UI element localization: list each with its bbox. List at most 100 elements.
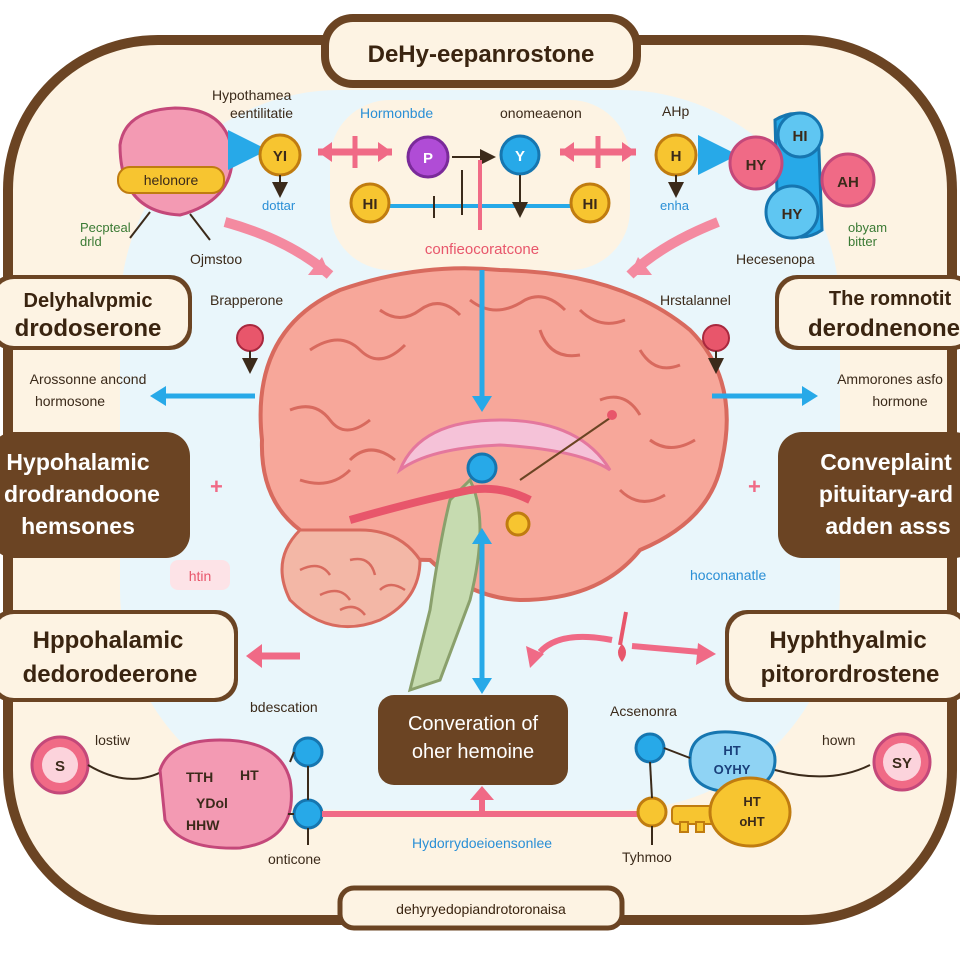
pineal-label-2: drld: [80, 234, 102, 249]
left-box-3-inner: [0, 614, 234, 698]
right-box-2: [778, 432, 960, 558]
left-box-1-line1: Delyhalvpmic: [24, 290, 153, 312]
right-box-2-line2: pituitary-ard: [819, 481, 953, 507]
node-hy-pink: [728, 135, 784, 191]
bottom-right-key: HT oHT: [671, 776, 792, 848]
htin-tag: [170, 560, 230, 590]
right-red-node: [702, 324, 730, 352]
right-box-2-line1: Conveplaint: [820, 449, 952, 475]
acsenonra-label: Acsenonra: [610, 703, 677, 719]
enha-label: enha: [660, 198, 690, 213]
tyhmoo-label: Tyhmoo: [622, 849, 672, 865]
hypo-label-1: Hypothamea: [212, 87, 292, 103]
pineal-label-1: Pecpteal: [80, 220, 131, 235]
bottom-left-blob: [158, 738, 293, 850]
node-yi-label: YI: [273, 148, 287, 165]
node-p: [406, 135, 450, 179]
left-box-2: [0, 432, 190, 558]
plus-right: +: [748, 474, 761, 499]
central-label: confieocoratcone: [425, 241, 539, 258]
oht-label: oHT: [739, 814, 764, 829]
node-h-label: H: [671, 148, 682, 165]
arrow-to-right-box-3: [631, 643, 701, 655]
node-hi-blue-label: HI: [793, 128, 808, 145]
left-box-1-inner: [0, 279, 188, 346]
node-hi-blue: [776, 111, 824, 159]
right-box-3-line1: Hyphthyalmic: [769, 627, 926, 654]
onticone-label: onticone: [268, 851, 321, 867]
left-box-2-line2: drodrandoone: [4, 481, 160, 507]
ydol-label: YDol: [196, 795, 228, 811]
obyam-label-2: bitter: [848, 234, 878, 249]
left-box-1-line2: drodoserone: [15, 315, 162, 342]
hown-label: hown: [822, 732, 855, 748]
brain-node-blue: [466, 452, 498, 484]
footer-box: [337, 885, 625, 931]
ahp-label: AHp: [662, 103, 689, 119]
left-box-3-line2: dedorodeerone: [23, 661, 198, 688]
hydorry-label: Hydorrydoeioensonlee: [412, 835, 552, 851]
conversion-box: [378, 695, 568, 785]
hecesenopa-label: Hecesenopa: [736, 251, 815, 267]
brain-node-yellow: [505, 511, 531, 537]
right-box-3-inner: [729, 614, 960, 698]
right-box-1-line2: derodnenone: [808, 315, 960, 342]
plus-left: +: [210, 474, 223, 499]
bdescation-label: bdescation: [250, 699, 318, 715]
right-box-3-line2: pitorordrostene: [761, 661, 940, 688]
right-box-1-line1: The romnotit: [829, 288, 952, 310]
left-arrow-label-1: Arossonne ancond: [30, 371, 147, 387]
left-box-3-line1: Hppohalamic: [33, 627, 184, 654]
left-gland-label: helonore: [144, 172, 199, 188]
right-arrow-label-1: Ammorones asfo: [837, 371, 943, 387]
right-arrow-label-2: hormone: [872, 393, 927, 409]
node-hy-blue-label: HY: [782, 206, 803, 223]
node-y: [499, 134, 541, 176]
node-hi-left-label: HI: [363, 196, 378, 213]
tth-label: TTH: [186, 769, 213, 785]
left-red-node: [236, 324, 264, 352]
bottom-left-blue-node-2: [292, 798, 324, 830]
left-arrow-label-2: hormosone: [35, 393, 105, 409]
footer-text: dehyryedopiandrotoronaisa: [396, 901, 566, 917]
ht-left-label: HT: [240, 767, 259, 783]
hormone-label: Hormonbde: [360, 105, 433, 121]
hrstalannel-label: Hrstalannel: [660, 292, 731, 308]
conversion-box-line1: Converation of: [408, 713, 539, 735]
node-p-label: P: [423, 150, 433, 167]
conversion-box-line2: oher hemoine: [412, 741, 534, 763]
hoconanatle-label: hoconanatle: [690, 567, 767, 583]
left-box-2-line1: Hypohalamic: [6, 449, 149, 475]
left-box-2-line3: hemsones: [21, 513, 135, 539]
oyhy-label: OYHY: [714, 762, 751, 777]
right-hormone-cluster: HY HI AH HY: [728, 111, 876, 240]
lostiw-label: lostiw: [95, 732, 131, 748]
node-ah: [820, 152, 876, 208]
ojmstoo-label: Ojmstoo: [190, 251, 242, 267]
node-hi-right-label: HI: [583, 196, 598, 213]
htin-label: htin: [189, 568, 212, 584]
right-box-2-line3: adden asss: [825, 513, 950, 539]
node-s-label: S: [55, 758, 65, 775]
dottar-label: dottar: [262, 198, 296, 213]
obyam-label-1: obyam: [848, 220, 887, 235]
ht-key-label: HT: [743, 794, 760, 809]
node-ah-label: AH: [837, 174, 859, 191]
bottom-right-blue-node: [634, 732, 666, 764]
left-gland: helonore: [117, 106, 234, 241]
node-hi-left: [349, 182, 391, 224]
title-text: DeHy-eepanrostone: [368, 41, 595, 68]
right-box-1-inner: [779, 279, 960, 346]
ht-blue-label: HT: [723, 743, 740, 758]
node-y-label: Y: [515, 148, 525, 165]
bottom-right-yellow-node: [636, 796, 668, 828]
title-box: [321, 14, 641, 88]
arrow-curve-left: [537, 633, 613, 655]
node-hy-blue: [764, 184, 820, 240]
right-top-label: onomeaenon: [500, 105, 582, 121]
hypo-label-2: eentilitatie: [230, 105, 293, 121]
brapperone-label: Brapperone: [210, 292, 283, 308]
hhw-label: HHW: [186, 817, 220, 833]
